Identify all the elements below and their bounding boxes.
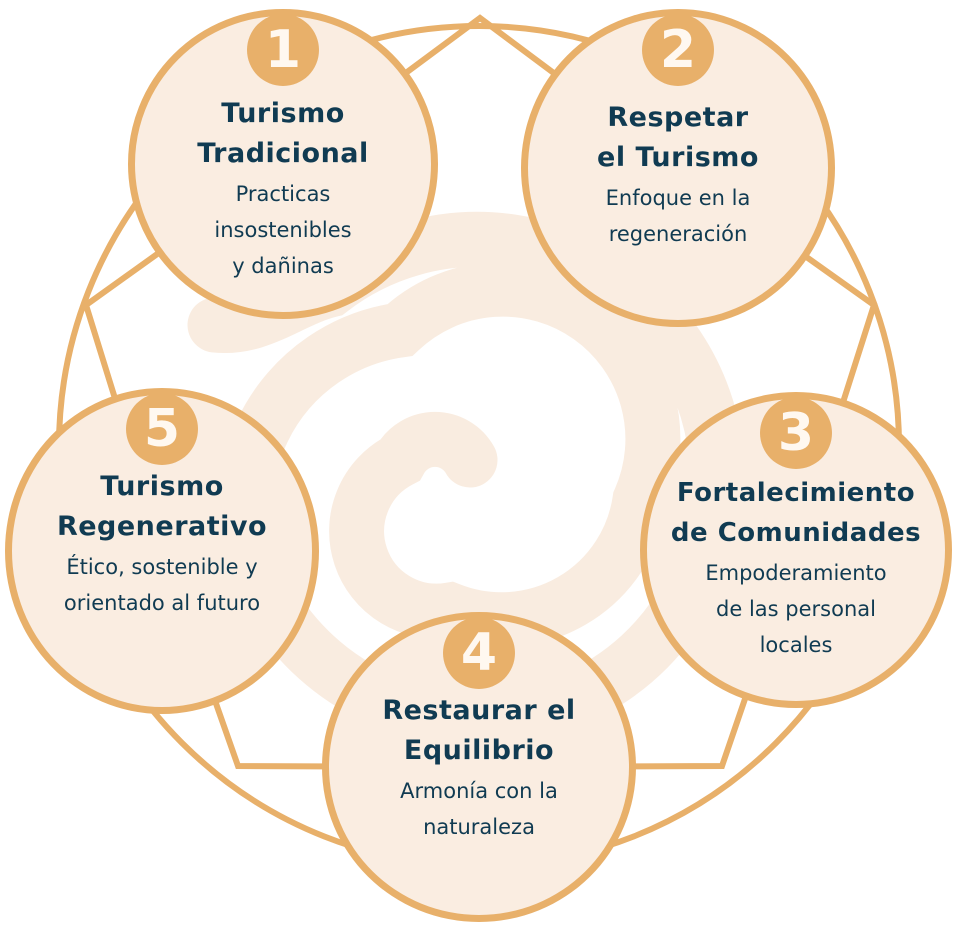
step-4-number-badge: 4 xyxy=(443,617,515,689)
step-3-number-badge: 3 xyxy=(760,397,832,469)
step-1-number-badge: 1 xyxy=(247,14,319,86)
spiral-decoration xyxy=(187,211,745,747)
step-2-number-badge: 2 xyxy=(642,14,714,86)
step-5-number-badge: 5 xyxy=(126,393,198,465)
